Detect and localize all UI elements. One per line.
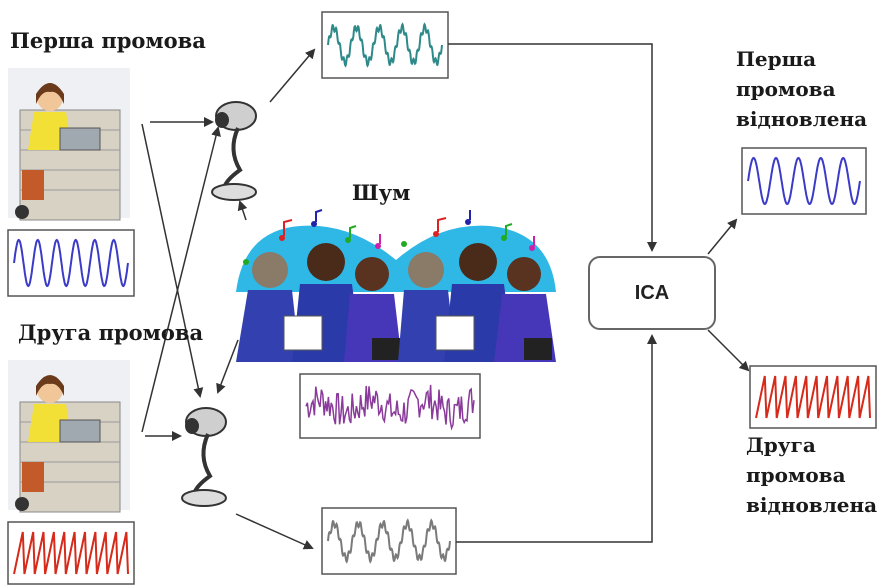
first-recovered-line-2: промова (736, 77, 836, 101)
second-recovered-line-1: Друга (746, 433, 816, 457)
arrow-mix1-to-ica (448, 43, 657, 252)
second-recovered-line-2: промова (746, 463, 846, 487)
arrow-mic2-to-mix2 (235, 513, 314, 550)
speaker-1-illustration (8, 68, 130, 221)
microphone-1-icon (211, 101, 257, 201)
arrow-s2-to-mic1 (141, 126, 221, 433)
ica-block: ICA (588, 256, 716, 330)
arrow-mic1-to-mix1 (269, 48, 316, 103)
output-2-waveform (755, 375, 871, 419)
noise-waveform (305, 384, 475, 431)
arrow-ica-to-out2 (707, 329, 750, 372)
ica-label: ICA (634, 281, 670, 304)
source-2-waveform (13, 531, 129, 575)
arrow-s1-to-mic2 (141, 123, 204, 398)
arrow-noise-to-mic1 (237, 200, 248, 221)
arrow-ica-to-out1 (707, 218, 738, 255)
first-recovered-line-3: відновлена (736, 107, 868, 131)
mixed-2-waveform (327, 518, 451, 564)
first-recovered-line-1: Перша (736, 47, 817, 71)
second-recovered-line-3: відновлена (746, 493, 878, 517)
arrow-mix2-to-ica (456, 334, 657, 543)
source-1-waveform (13, 238, 129, 288)
noise-label: Шум (352, 180, 411, 205)
noise-crowd-illustration (236, 209, 556, 362)
first-recovered-label: Перша промова відновлена (736, 44, 886, 134)
first-speech-label: Перша промова (10, 28, 206, 53)
second-speech-label: Друга промова (18, 320, 204, 345)
arrow-noise-to-mic2 (216, 339, 239, 394)
mixed-1-waveform (327, 22, 443, 68)
microphone-2-icon (181, 407, 227, 507)
second-recovered-label: Друга промова відновлена (746, 430, 886, 520)
speaker-2-illustration (8, 360, 130, 513)
output-1-waveform (747, 156, 861, 206)
